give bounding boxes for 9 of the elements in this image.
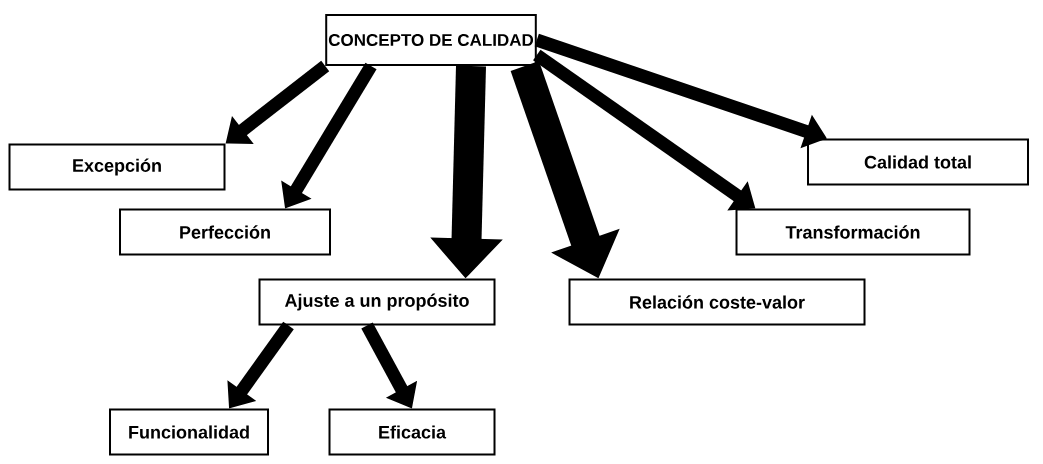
concept-box: Perfección [119, 208, 331, 256]
concept-box: Transformación [735, 208, 971, 256]
concept-box: Relación coste-valor [568, 278, 866, 326]
concept-box: Excepción [8, 143, 226, 191]
concept-box: Ajuste a un propósito [258, 278, 496, 326]
concept-box: Calidad total [807, 138, 1029, 186]
concept-box: CONCEPTO DE CALIDAD [325, 14, 537, 66]
concept-box: Funcionalidad [109, 408, 269, 456]
concept-box: Eficacia [328, 408, 496, 456]
